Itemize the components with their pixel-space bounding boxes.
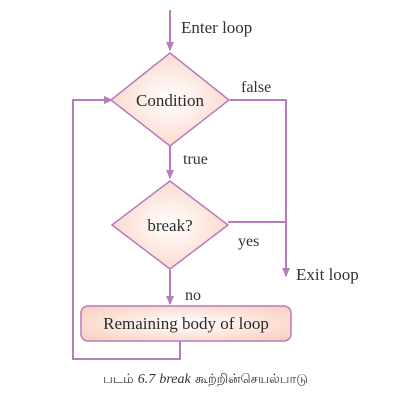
exit-loop-label: Exit loop [296,265,359,284]
enter-loop-label: Enter loop [181,18,252,37]
break-diamond [110,180,230,270]
loop-back-line [72,96,181,360]
no-label: no [185,287,201,304]
false-exit-line [230,99,290,277]
caption-suffix: கூற்றின்செயல்பாடு [194,372,308,387]
condition-label: Condition [136,91,205,110]
condition-diamond [109,52,231,147]
false-label: false [241,79,271,96]
figure-caption: படம் 6.7 break கூற்றின்செயல்பாடு [0,372,411,388]
flowchart-diagram: Condition break? Remaining body of loop … [72,10,359,360]
true-label: true [183,151,208,168]
yes-label: yes [238,233,259,250]
caption-keyword: break [159,372,191,387]
caption-number: 6.7 [137,372,156,387]
remaining-body-label: Remaining body of loop [103,314,269,333]
remaining-body-box [80,305,292,342]
caption-prefix: படம் [103,372,134,387]
break-label: break? [147,216,192,235]
